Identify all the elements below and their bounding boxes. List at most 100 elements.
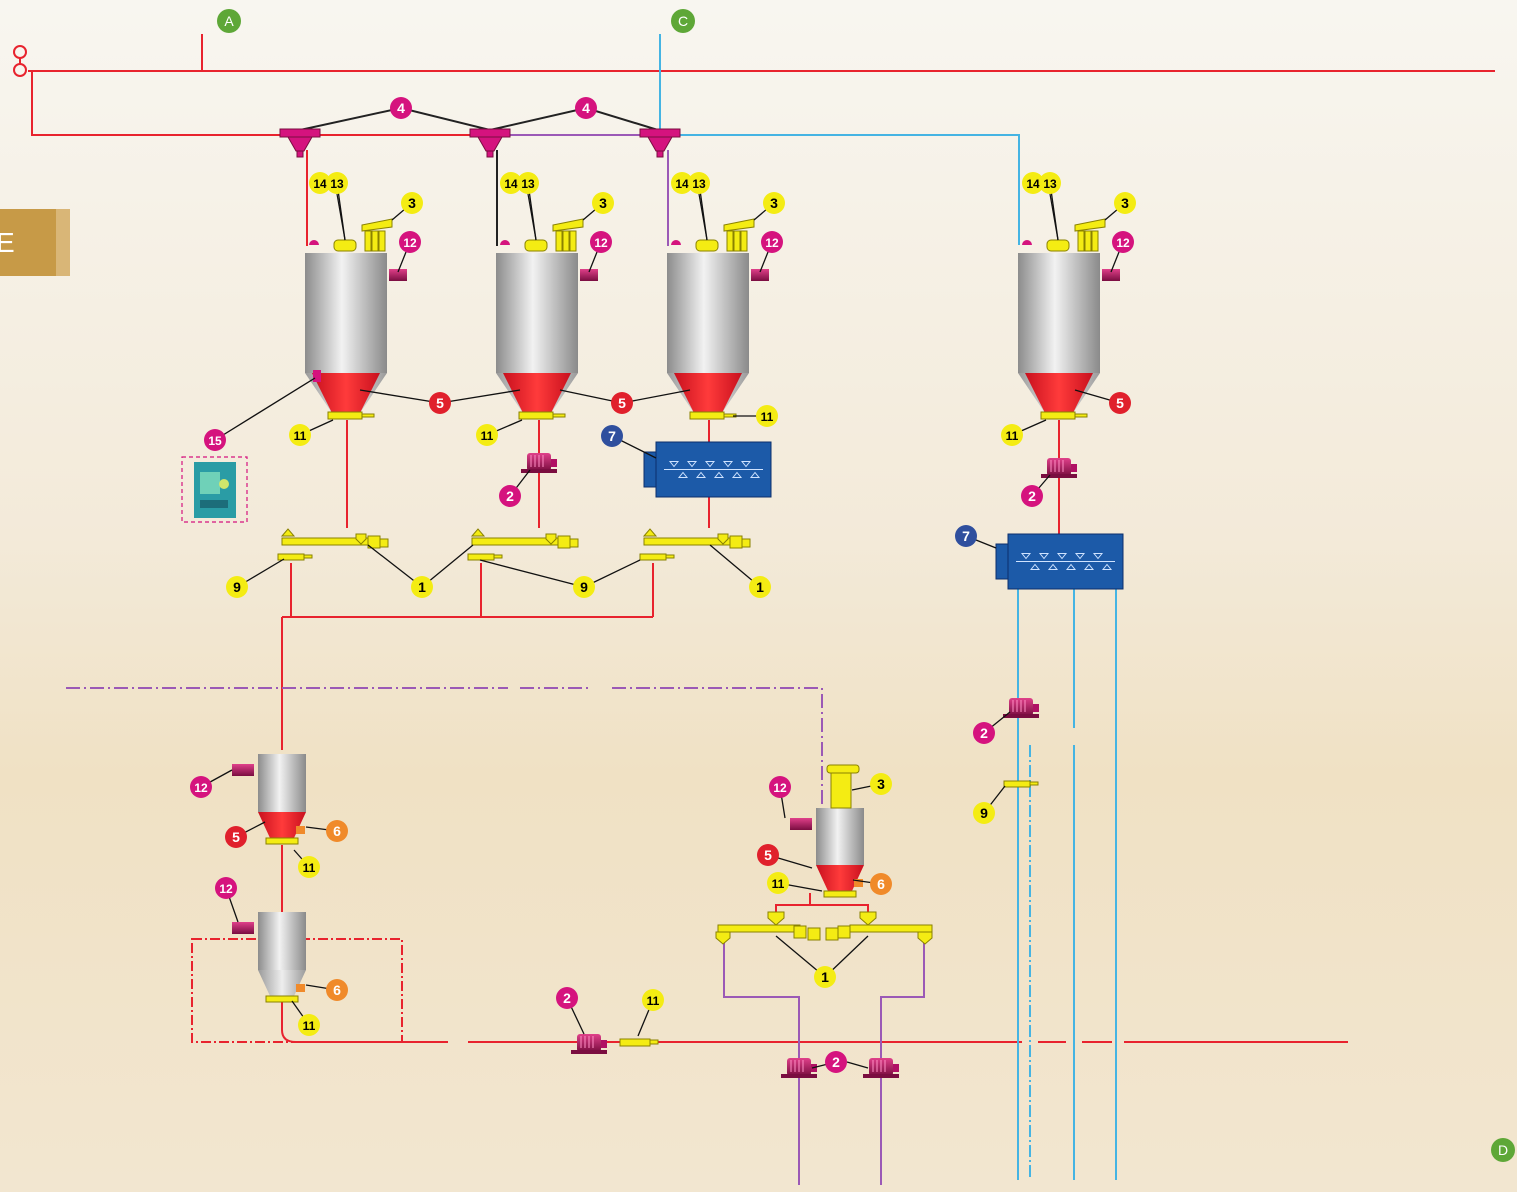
svg-text:1: 1	[418, 579, 426, 595]
callout-11-s1: 11	[289, 424, 311, 446]
svg-text:1: 1	[821, 969, 829, 985]
silo-1	[305, 218, 407, 420]
callout-12-b1: 12	[190, 776, 212, 798]
connector-d[interactable]: D	[1491, 1138, 1515, 1162]
svg-text:11: 11	[1006, 429, 1019, 443]
mixer-a	[643, 441, 772, 498]
silo-4	[1018, 218, 1120, 420]
callout-6-c: 6	[870, 873, 892, 895]
svg-text:7: 7	[608, 428, 616, 444]
callout-3-s1: 3	[401, 192, 423, 214]
svg-text:12: 12	[594, 236, 608, 250]
svg-text:5: 5	[1116, 395, 1124, 411]
silo-2	[496, 218, 598, 420]
callout-11-b1: 11	[298, 856, 320, 878]
callout-3-s4: 3	[1114, 192, 1136, 214]
callout-12-s3: 12	[761, 231, 783, 253]
buffer-silo-1	[232, 754, 306, 845]
svg-text:1: 1	[756, 579, 764, 595]
callout-14-s2: 14	[500, 172, 522, 194]
svg-text:11: 11	[481, 429, 494, 443]
callout-3-s3: 3	[763, 192, 785, 214]
svg-text:13: 13	[1043, 177, 1057, 191]
svg-text:13: 13	[330, 177, 344, 191]
slide-valve-right	[1003, 780, 1031, 788]
connector-c[interactable]: C	[671, 9, 695, 33]
svg-text:3: 3	[1121, 195, 1129, 211]
callout-2-e: 2	[825, 1051, 847, 1073]
svg-text:3: 3	[408, 195, 416, 211]
svg-text:6: 6	[333, 982, 341, 998]
svg-text:3: 3	[770, 195, 778, 211]
roots-blower-f	[863, 1058, 899, 1078]
svg-text:11: 11	[647, 994, 660, 1008]
svg-text:14: 14	[504, 177, 518, 191]
screw-conveyor-c	[639, 528, 751, 561]
diverter-valves	[279, 128, 681, 158]
callout-4-left: 4	[390, 97, 412, 119]
callout-12-b3: 12	[769, 776, 791, 798]
equipment	[277, 441, 1124, 1078]
svg-text:6: 6	[877, 876, 885, 892]
svg-text:5: 5	[232, 829, 240, 845]
svg-text:14: 14	[1026, 177, 1040, 191]
callout-5-b: 5	[611, 392, 633, 414]
svg-text:12: 12	[765, 236, 779, 250]
svg-text:7: 7	[962, 528, 970, 544]
callout-13-s4: 13	[1039, 172, 1061, 194]
callout-2-a: 2	[499, 485, 521, 507]
callout-14-s3: 14	[671, 172, 693, 194]
svg-text:11: 11	[303, 1019, 316, 1033]
svg-text:6: 6	[333, 823, 341, 839]
side-tab-label: E	[0, 209, 56, 276]
svg-text:C: C	[678, 13, 688, 29]
callout-11-s3: 11	[756, 405, 778, 427]
svg-text:9: 9	[580, 579, 588, 595]
svg-text:9: 9	[980, 805, 988, 821]
ring-valve-symbol	[13, 45, 27, 77]
svg-text:11: 11	[761, 410, 774, 424]
svg-text:9: 9	[233, 579, 241, 595]
roots-blower-b	[1041, 458, 1077, 478]
svg-text:13: 13	[692, 177, 706, 191]
svg-text:D: D	[1498, 1142, 1508, 1158]
roots-blower-e	[781, 1058, 817, 1078]
callout-2-d: 2	[556, 987, 578, 1009]
callout-7-a: 7	[601, 425, 623, 447]
svg-text:11: 11	[294, 429, 307, 443]
svg-text:2: 2	[980, 725, 988, 741]
callout-11-s2: 11	[476, 424, 498, 446]
storage-silos	[232, 218, 1120, 1003]
svg-text:3: 3	[599, 195, 607, 211]
callout-5-e: 5	[757, 844, 779, 866]
screw-conveyor-a	[277, 528, 389, 561]
roots-blower-c	[1003, 698, 1039, 718]
callout-2-b: 2	[1021, 485, 1043, 507]
callout-5-d: 5	[225, 826, 247, 848]
side-tab[interactable]: E	[0, 209, 70, 276]
svg-text:5: 5	[436, 395, 444, 411]
svg-text:3: 3	[877, 776, 885, 792]
svg-text:11: 11	[303, 861, 316, 875]
control-panel	[181, 456, 248, 523]
svg-text:12: 12	[194, 781, 208, 795]
weigh-hopper-1	[232, 912, 306, 1003]
callout-1-b: 1	[749, 576, 771, 598]
callout-5-a: 5	[429, 392, 451, 414]
callout-11-s4: 11	[1001, 424, 1023, 446]
svg-text:2: 2	[832, 1054, 840, 1070]
callout-9-b: 9	[573, 576, 595, 598]
callout-11-b4: 11	[767, 872, 789, 894]
callout-15: 15	[204, 429, 226, 451]
callout-11-b2: 11	[298, 1014, 320, 1036]
svg-text:12: 12	[1116, 236, 1130, 250]
rotary-valve-bottom	[619, 1038, 651, 1047]
svg-text:5: 5	[618, 395, 626, 411]
callout-14-s1: 14	[309, 172, 331, 194]
connector-a[interactable]: A	[217, 9, 241, 33]
callout-7-b: 7	[955, 525, 977, 547]
svg-text:5: 5	[764, 847, 772, 863]
callout-13-s3: 13	[688, 172, 710, 194]
roots-blower-a	[521, 453, 557, 473]
svg-text:2: 2	[506, 488, 514, 504]
